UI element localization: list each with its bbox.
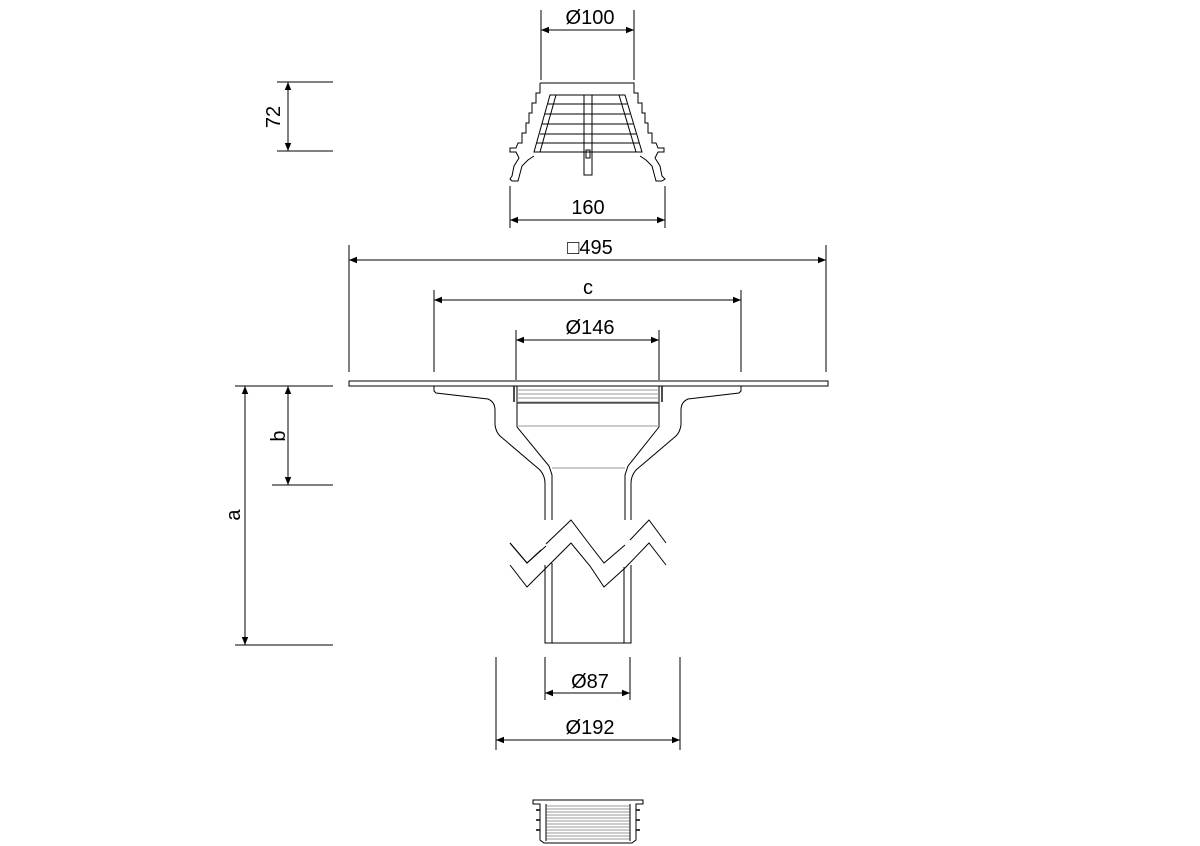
insert-part (532, 799, 644, 844)
dimension-grate-width: 160 (509, 186, 666, 228)
dimension-label: a (223, 509, 245, 521)
dimension-label: Ø192 (566, 717, 615, 739)
dimension-flange-inner: c (433, 277, 742, 372)
drain-body (348, 380, 829, 644)
dimension-outer-diameter: Ø192 (495, 657, 681, 750)
dimension-depth-total: a (223, 385, 333, 646)
break-symbol (509, 519, 667, 588)
dimension-pipe-diameter: Ø87 (544, 657, 631, 700)
dimension-label: 160 (571, 197, 604, 219)
dimension-label: Ø87 (571, 671, 609, 693)
dimension-grate-diameter: Ø100 (540, 7, 635, 80)
dimension-depth-upper: b (268, 385, 333, 486)
dimension-label: Ø146 (566, 317, 615, 339)
dimension-label: 72 (263, 106, 285, 128)
dimension-flange-square: □495 (348, 237, 827, 372)
dimension-label: □495 (567, 237, 612, 259)
dimension-label: b (268, 430, 290, 441)
dimension-label: c (583, 277, 593, 299)
grate-part (509, 82, 666, 182)
dimension-grate-height: 72 (263, 81, 333, 152)
dimension-label: Ø100 (566, 7, 615, 29)
dimension-inlet-diameter: Ø146 (515, 317, 660, 380)
